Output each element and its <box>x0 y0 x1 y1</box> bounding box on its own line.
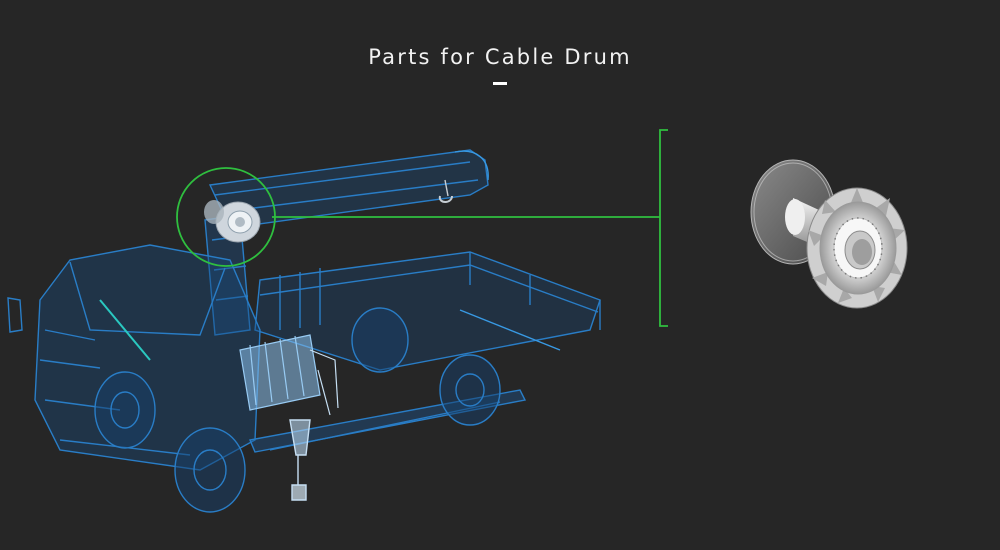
cable-drum-callout <box>176 129 668 327</box>
page-title: Parts for Cable Drum <box>368 45 632 69</box>
truck-wheels <box>94 307 501 513</box>
title-underline <box>493 82 507 85</box>
cable-drum-part <box>750 159 908 309</box>
outrigger-leg <box>289 419 311 501</box>
crane-truck-wireframe <box>7 149 601 513</box>
hydraulic-valve-block <box>239 334 339 416</box>
truck-flatbed <box>254 251 601 371</box>
callout-bracket <box>659 129 668 327</box>
truck-cable-drum <box>204 200 261 243</box>
truck-chassis <box>249 389 527 453</box>
